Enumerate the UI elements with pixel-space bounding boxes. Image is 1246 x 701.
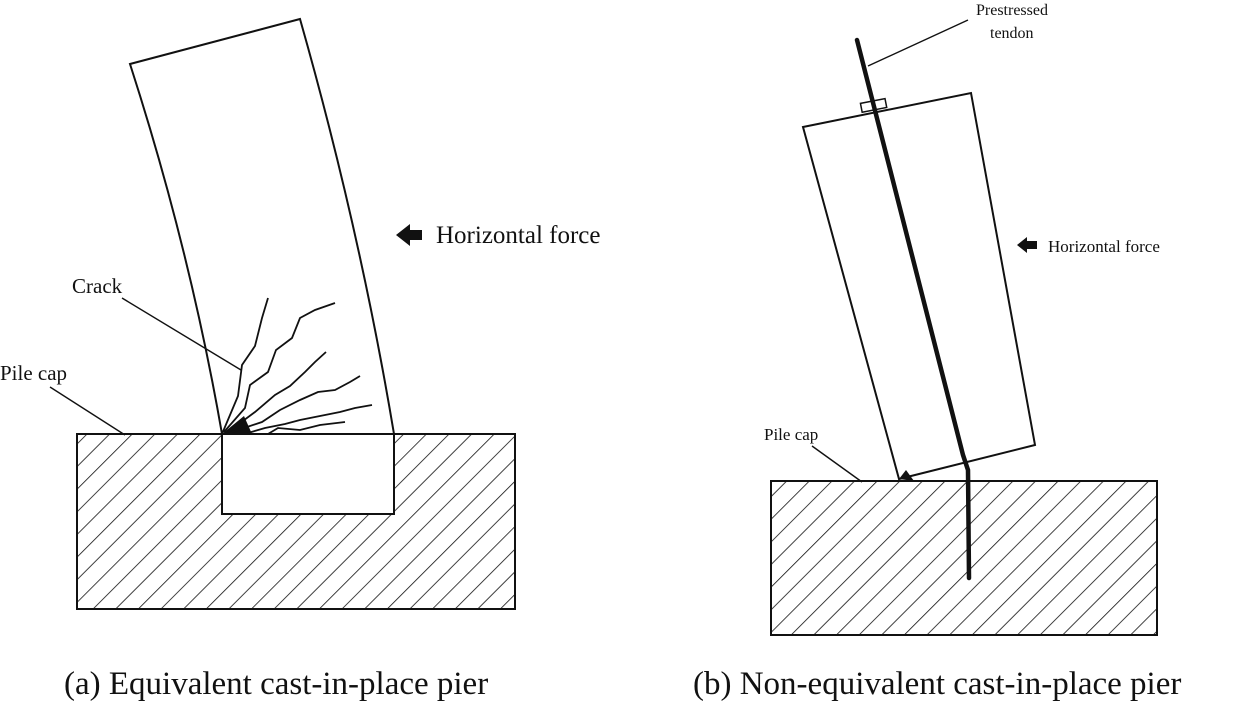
panel-b: Prestressed tendon Pile cap Horizontal f…: [693, 2, 1181, 701]
force-arrow-a: [396, 224, 422, 246]
tendon-label-line1: Prestressed: [976, 2, 1048, 19]
pile-cap-leader-a: [49, 386, 126, 436]
pier-socket-a: [221, 433, 395, 515]
crack-leader-a: [121, 297, 242, 371]
force-label-a: Horizontal force: [436, 222, 601, 249]
panel-a: Crack Pile cap Horizontal force (a) Equi…: [0, 17, 601, 701]
tendon-leader: [867, 19, 969, 67]
pier-column-a: [128, 17, 396, 435]
force-label-b: Horizontal force: [1048, 237, 1160, 256]
caption-b: (b) Non-equivalent cast-in-place pier: [693, 666, 1181, 701]
pile-cap-label-b: Pile cap: [764, 425, 818, 444]
prestressed-tendon: [854, 37, 972, 581]
cracks-a: [221, 297, 373, 435]
force-arrow-b: [1017, 237, 1037, 253]
tendon-label-line2: tendon: [990, 25, 1034, 42]
pile-cap-label-a: Pile cap: [0, 361, 67, 385]
contact-point-b: [899, 470, 914, 481]
caption-a: (a) Equivalent cast-in-place pier: [64, 666, 488, 701]
pile-cap-b: [770, 480, 1158, 636]
crack-label: Crack: [72, 274, 123, 298]
pile-cap-leader-b: [811, 445, 863, 483]
